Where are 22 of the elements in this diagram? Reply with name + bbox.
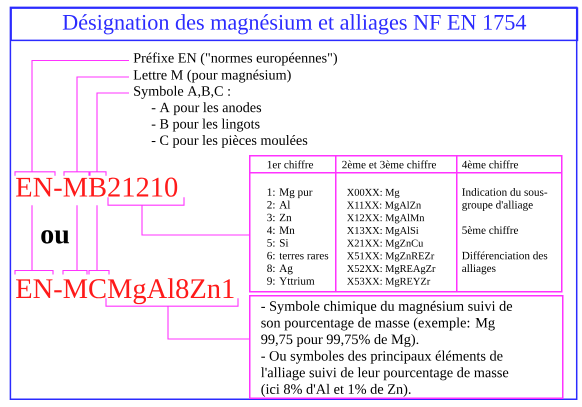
- table-header-cell: 1er chiffre: [249, 155, 336, 174]
- conjunction-label: ou: [41, 230, 70, 244]
- leader-line: [89, 92, 130, 176]
- callout-text: Préfixe EN ("normes européennes"): [134, 52, 337, 66]
- callout-text: Lettre M (pour magnésium): [134, 70, 291, 83]
- note-box: - Symbole chimique du magnésium suivi de son pourcentage de masse (exemple: Mg 99,75 pour 99,75% de Mg). - Ou symboles des principaux éléments de l'alliage suivi de leur pourcentage de masse (ici 8% d'Al et 1% de Zn).: [249, 295, 564, 399]
- designation-code: EN-MCMgAl8Zn1: [16, 278, 234, 304]
- table-header-cell: 4ème chiffre: [456, 155, 562, 174]
- leader-line: [14, 204, 54, 276]
- table-cell: X00XX: Mg X11XX: MgAlZn X12XX: MgAlMn X13XX: MgAlSi X21XX: MgZnCu X51XX: MgZnREZr X52XX: MgREAgZr X53XX: MgREYZr: [335, 172, 458, 292]
- table-header-cell: 2ème et 3ème chiffre: [335, 155, 458, 174]
- designation-code: EN-MB21210: [16, 178, 178, 197]
- leader-line: [107, 196, 250, 236]
- table-cell: Indication du sous-groupe d'alliage 5ème chiffre Différenciation des alliages: [456, 172, 562, 292]
- title-banner: Désignation des magnésium et alliages NF EN 1754: [10, 7, 578, 42]
- leader-line: [88, 204, 110, 276]
- table-cell: 1: Mg pur 2: Al 3: Zn 4: Mn 5: Si 6: terres rares 8: Ag 9: Yttrium: [249, 172, 336, 292]
- leader-line: [105, 298, 250, 340]
- callout-text: Symbole A,B,C : - A pour les anodes - B pour les lingots - C pour les pièces moulées: [134, 86, 308, 148]
- leader-line: [62, 204, 88, 276]
- leader-line: [14, 60, 130, 176]
- leader-line: [63, 76, 130, 176]
